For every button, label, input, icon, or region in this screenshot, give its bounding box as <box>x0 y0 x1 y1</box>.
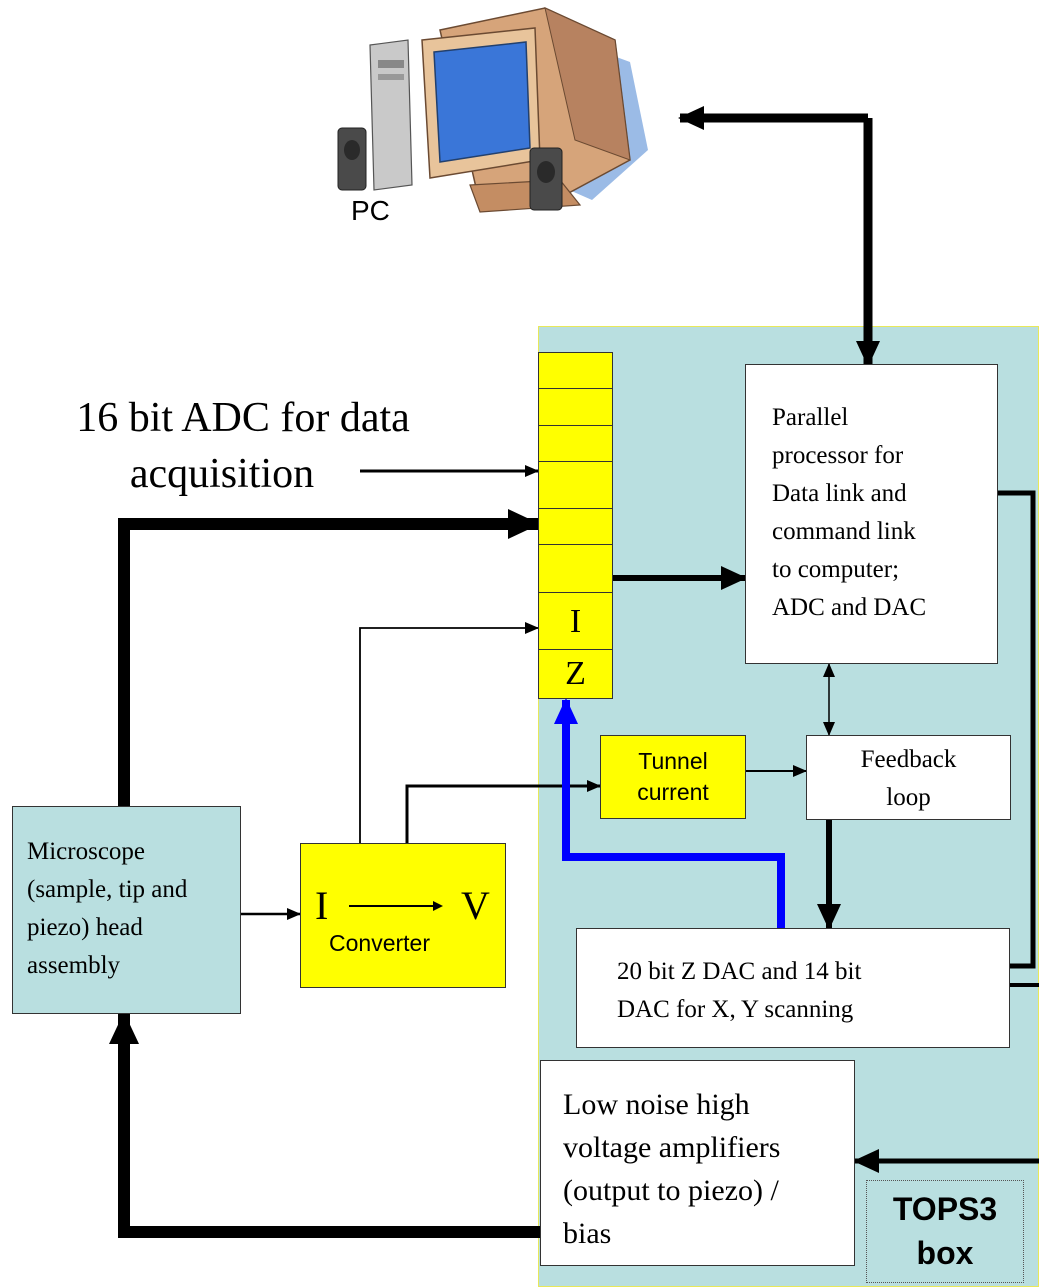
adc-register-stack: I Z <box>538 352 613 699</box>
feedback-loop-box: Feedback loop <box>806 735 1011 820</box>
microscope-to-adc-wire <box>118 509 540 806</box>
converter-to-tunnel-wire <box>405 780 601 843</box>
amplifier-line-3: (output to piezo) / <box>563 1174 779 1207</box>
amplifier-to-microscope-wire <box>109 1012 540 1238</box>
amplifier-box: Low noise high voltage amplifiers (outpu… <box>540 1060 855 1266</box>
amplifier-line-1: Low noise high <box>563 1088 750 1121</box>
register-cell <box>539 545 612 593</box>
microscope-line-4: assembly <box>27 952 121 979</box>
feedback-line-1: Feedback <box>860 746 957 773</box>
register-cell <box>539 389 612 426</box>
tunnel-line-2: current <box>637 779 709 805</box>
converter-i: I <box>315 883 329 928</box>
pc-label: PC <box>351 195 390 226</box>
microscope-box: Microscope (sample, tip and piezo) head … <box>12 806 241 1014</box>
processor-line-4: command link <box>772 518 916 545</box>
tops3-label-box: TOPS3 box <box>866 1180 1024 1283</box>
processor-line-5: to computer; <box>772 556 900 583</box>
adc-caption: 16 bit ADC for data acquisition <box>48 390 438 502</box>
microscope-line-1: Microscope <box>27 838 146 865</box>
register-cell <box>539 353 612 389</box>
adc-caption-line-2: acquisition <box>129 451 315 497</box>
microscope-line-2: (sample, tip and <box>27 876 188 903</box>
dac-line-2: DAC for X, Y scanning <box>617 996 854 1023</box>
register-cell <box>539 426 612 462</box>
dac-line-1: 20 bit Z DAC and 14 bit <box>617 958 862 985</box>
feedback-line-2: loop <box>886 784 931 811</box>
converter-arrow <box>349 901 443 911</box>
processor-line-3: Data link and <box>772 480 907 507</box>
pc-icon <box>330 0 690 230</box>
tops3-line-2: box <box>916 1235 974 1271</box>
microscope-line-3: piezo) head <box>27 914 143 941</box>
register-cell <box>539 509 612 545</box>
amplifier-line-4: bias <box>563 1217 612 1250</box>
parallel-processor-box: Parallel processor for Data link and com… <box>745 364 998 664</box>
processor-line-2: processor for <box>772 442 904 469</box>
processor-line-1: Parallel <box>772 404 849 431</box>
converter-v: V <box>461 883 490 928</box>
amplifier-line-2: voltage amplifiers <box>563 1131 781 1164</box>
processor-line-6: ADC and DAC <box>772 594 927 621</box>
tunnel-current-box: Tunnel current <box>600 735 746 819</box>
converter-to-i-wire <box>359 622 539 843</box>
tunnel-line-1: Tunnel <box>638 748 708 774</box>
tops3-line-1: TOPS3 <box>892 1191 998 1227</box>
register-cell <box>539 462 612 509</box>
dac-to-z-wire <box>554 698 785 928</box>
converter-box: I V Converter <box>300 843 506 988</box>
dac-box: 20 bit Z DAC and 14 bit DAC for X, Y sca… <box>576 928 1010 1048</box>
adc-caption-line-1: 16 bit ADC for data <box>76 395 410 441</box>
register-z: Z <box>565 655 586 692</box>
register-i: I <box>539 593 612 650</box>
converter-label: Converter <box>329 930 430 956</box>
